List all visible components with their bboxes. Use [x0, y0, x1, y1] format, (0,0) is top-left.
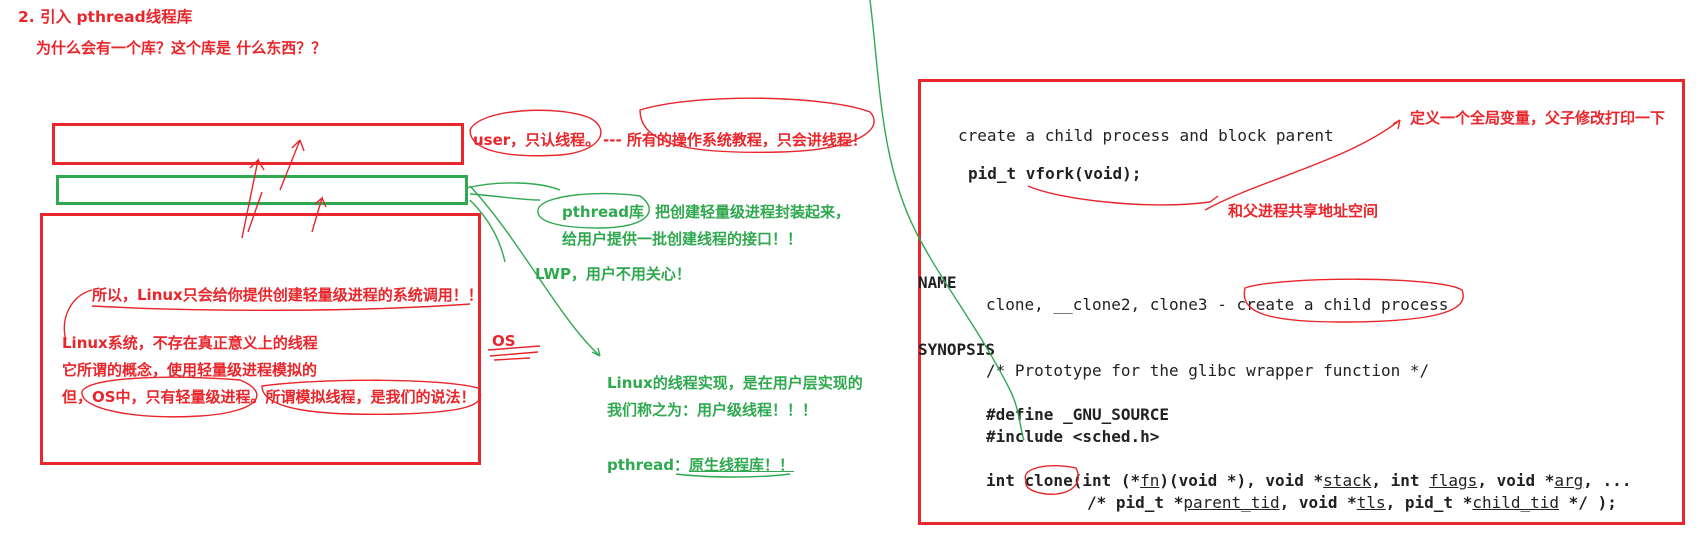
ink-emulate-circle — [261, 379, 482, 416]
ink-lib-to-impl — [469, 185, 601, 357]
vfork-desc: create a child process and block parent — [958, 126, 1334, 145]
ink-arrow-up-2 — [279, 139, 305, 191]
user-note: user，只认线程。 — [473, 131, 601, 149]
proto2-p1: /* pid_t * — [1087, 493, 1184, 512]
proto-int: int — [986, 471, 1025, 490]
ink-syscall-bracket — [63, 289, 93, 341]
syscall-note: 所以，Linux只会给你提供创建轻量级进程的系统调用！！ — [92, 286, 483, 304]
include-line: #include <sched.h> — [986, 427, 1160, 446]
kernel-layer-box — [40, 213, 481, 465]
global-var-note: 定义一个全局变量，父子修改打印一下 — [1410, 109, 1666, 127]
linux-line-3: 但，OS中，只有轻量级进程。所谓模拟线程，是我们的说法！ — [62, 388, 476, 406]
proto-fname: clone — [1024, 471, 1073, 490]
ink-native-underline — [675, 473, 791, 478]
proto-stack: stack — [1323, 471, 1372, 490]
lwp-note: LWP，用户不用关心！ — [535, 265, 691, 283]
clone-desc: create a child process — [1236, 295, 1449, 314]
vfork-signature: pid_t vfork(void); — [968, 164, 1142, 183]
ink-vfork-underline — [1027, 185, 1219, 206]
ink-clone-fname-circle — [1024, 465, 1079, 495]
ink-user-circle — [469, 109, 602, 157]
ink-long-green-curve — [869, 0, 1025, 441]
share-addr-note: 和父进程共享地址空间 — [1228, 202, 1379, 220]
proto2-p2: , void * — [1279, 493, 1357, 512]
linux-line-1: Linux系统，不存在真正意义上的线程 — [62, 334, 318, 352]
clone-prototype-cont: /* pid_t *parent_tid, void *tls, pid_t *… — [1087, 493, 1617, 512]
impl-line-1: Linux的线程实现，是在用户层实现的 — [607, 374, 863, 392]
ink-dash-note-circle — [639, 97, 875, 153]
native-lib-label: pthread： — [607, 456, 690, 474]
linux-line-2: 它所谓的概念，使用轻量级进程模拟的 — [62, 361, 318, 379]
proto-p5: , ... — [1583, 471, 1632, 490]
proto-p1: (int (* — [1072, 471, 1141, 490]
clone-names-line: clone, __clone2, clone3 - create a child… — [986, 295, 1448, 314]
pthread-desc-1: 把创建轻量级进程封装起来， — [655, 203, 851, 221]
ink-clone-desc-circle — [1243, 278, 1464, 323]
synopsis-header: SYNOPSIS — [918, 340, 996, 359]
ink-arrow-up-4 — [247, 191, 263, 233]
user-layer-box — [52, 123, 464, 165]
proto-p4: , void * — [1477, 471, 1555, 490]
clone-prototype: int clone(int (*fn)(void *), void *stack… — [986, 471, 1631, 490]
synopsis-comment: /* Prototype for the glibc wrapper funct… — [986, 361, 1430, 380]
proto-flags: flags — [1429, 471, 1478, 490]
ink-lwp-circle — [81, 376, 258, 418]
clone-names: clone, __clone2, clone3 - — [986, 295, 1237, 314]
ink-os-scribble — [487, 345, 541, 361]
proto2-tls: tls — [1356, 493, 1386, 512]
proto-fn: fn — [1140, 471, 1160, 490]
ink-lib-arrow-left — [465, 182, 561, 191]
library-layer-box — [56, 175, 468, 205]
pthread-desc-2: 给用户提供一批创建线程的接口！！ — [562, 230, 803, 248]
native-lib-value: 原生线程库！！ — [689, 456, 795, 474]
proto-p3: , int — [1371, 471, 1430, 490]
dash-note: --- 所有的操作系统教程，只会讲线程！ — [603, 131, 867, 149]
ink-arrow-up-1 — [241, 157, 265, 239]
proto2-child-tid: child_tid — [1472, 493, 1560, 512]
section-question: 为什么会有一个库？这个库是 什么东西？？ — [36, 39, 327, 57]
native-lib-note: pthread：原生线程库！！ — [607, 454, 794, 475]
ink-global-arrow — [1204, 119, 1401, 211]
ink-pthread-circle — [537, 192, 650, 229]
manpage-box — [918, 79, 1685, 525]
proto2-p4: */ ); — [1559, 493, 1617, 512]
define-line: #define _GNU_SOURCE — [986, 405, 1170, 424]
ink-lib-to-lwp — [469, 199, 506, 263]
pthread-label: pthread库 — [562, 203, 645, 221]
proto2-parent-tid: parent_tid — [1183, 493, 1280, 512]
os-label: OS — [492, 332, 516, 350]
proto2-p3: , pid_t * — [1385, 493, 1473, 512]
impl-line-2: 我们称之为：用户级线程！！！ — [607, 401, 818, 419]
name-header: NAME — [918, 273, 957, 292]
section-title: 2. 引入 pthread线程库 — [18, 8, 193, 26]
ink-syscall-underline — [91, 303, 471, 311]
ink-arrow-up-3 — [311, 195, 327, 233]
proto-p2: )(void *), void * — [1159, 471, 1324, 490]
proto-arg: arg — [1554, 471, 1584, 490]
